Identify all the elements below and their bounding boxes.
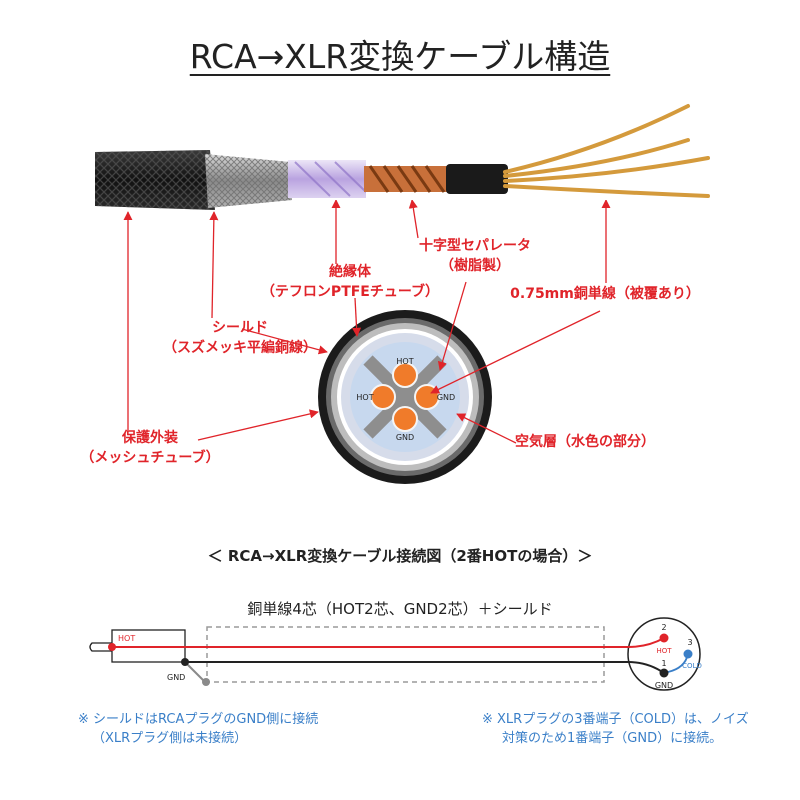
twisted-conductors [364,165,449,193]
page-title: RCA→XLR変換ケーブル構造 [189,37,611,76]
conductor-hot-top [392,362,418,388]
cs-gnd-right-label: GND [437,393,455,402]
copper-wires [503,104,710,198]
wiring-section-title: ＜ RCA→XLR変換ケーブル接続図（2番HOTの場合）＞ [207,547,593,565]
braided-shield [205,154,292,208]
heat-shrink [446,164,508,194]
label-separator: 十字型セパレータ（樹脂製） [419,238,531,274]
cs-gnd-bottom-label: GND [396,433,414,442]
note-left: ※ シールドはRCAプラグのGND側に接続（XLRプラグ側は未接続） [78,712,319,746]
rca-hot-dot [108,643,116,651]
cross-section-diagram: HOT HOT GND GND [123,200,611,484]
label-jacket: 保護外装（メッシュチューブ） [80,430,220,466]
xlr-pin3-number: 3 [687,638,692,647]
rca-gnd-dot [181,658,189,666]
xlr-pin1-number: 1 [661,659,666,668]
xlr-cold-label: COLD [682,662,702,670]
shield-dot [202,678,210,686]
bundle-caption: 銅単線4芯（HOT2芯、GND2芯）＋シールド [247,600,553,618]
xlr-gnd-label: GND [655,681,673,690]
wiring-diagram: HOT GND 2 HOT 3 COLD 1 GND [89,617,702,691]
cs-hot-left-label: HOT [356,393,373,402]
conductor-hot-left [370,384,396,410]
conductor-gnd-right [414,384,440,410]
rca-pin [89,642,112,652]
shield-wire [184,661,206,683]
xlr-connector [627,617,701,691]
ptfe-tube [288,160,367,198]
note-right: ※ XLRプラグの3番端子（COLD）は、ノイズ対策のため1番端子（GND）に接… [482,712,749,746]
rca-hot-label: HOT [118,634,135,643]
cable-bundle-outline [206,626,605,683]
xlr-pin3 [683,649,693,659]
protective-jacket [95,150,215,210]
xlr-pin2-number: 2 [661,623,666,632]
label-insulator: 絶縁体（テフロンPTFEチューブ） [260,264,440,300]
xlr-hot-label: HOT [656,647,672,655]
label-shield: シールド（スズメッキ平編銅線） [163,320,317,356]
label-wire: 0.75mm銅単線（被覆あり） [510,286,700,302]
conductor-gnd-bottom [392,406,418,432]
label-air-layer: 空気層（水色の部分） [515,434,655,450]
rca-gnd-label: GND [167,673,185,682]
cs-hot-top-label: HOT [396,357,413,366]
leader-arrows [123,200,611,444]
cross-separator [363,355,447,439]
cable-illustration [95,104,710,210]
